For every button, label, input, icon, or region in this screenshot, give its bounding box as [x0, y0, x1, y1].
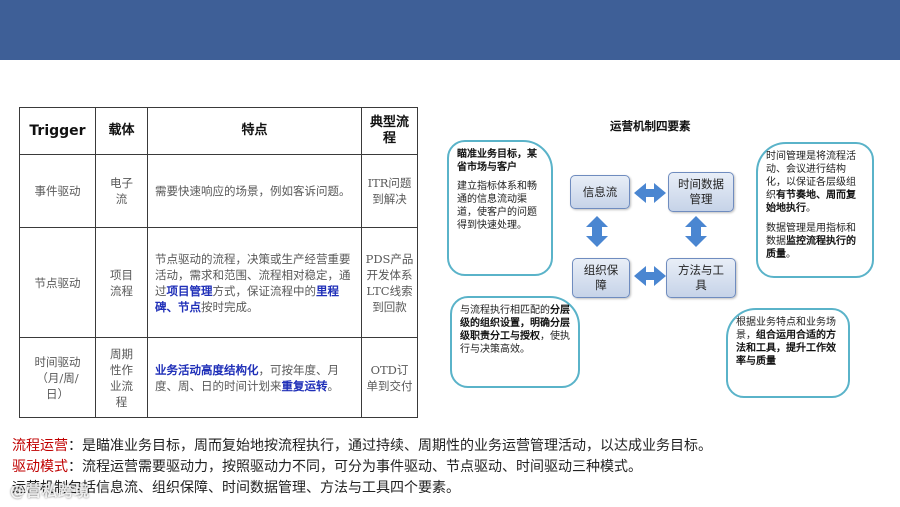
double-arrow-icon: [634, 183, 666, 203]
summary-body: ：是瞄准业务目标，周而复始地按流程执行，通过持续、周期性的业务运营管理活动，以达…: [68, 438, 712, 454]
summary-term: 流程运营: [12, 438, 68, 454]
process-cell: PDS产品开发体系 LTC线索到回款: [361, 227, 418, 338]
watermark: @营私跨境: [10, 482, 91, 500]
four-elements-diagram: 运营机制四要素 信息流 时间数据管理 组织保障 方法与工具 瞄准业务目标，某省市…: [430, 110, 890, 410]
summary-text: 流程运营：是瞄准业务目标，周而复始地按流程执行，通过持续、周期性的业务运营管理活…: [12, 436, 892, 499]
feature-highlight: 重复运转: [281, 378, 328, 393]
callout-text: 时间管理是将流程活动、会议进行结构化，以保证各层级组织: [766, 151, 856, 201]
feature-highlight: 项目管理: [166, 283, 213, 298]
callout-method: 根据业务特点和业务场景，组合运用合适的方法和工具，提升工作效率与质量: [726, 308, 850, 398]
header-feature: 特点: [147, 107, 362, 155]
header-band: [0, 0, 900, 60]
callout-org: 与流程执行相匹配的分层级的组织设置，明确分层级职责分工与授权，使执行与决策高效。: [450, 296, 580, 388]
trigger-table: Trigger 载体 特点 典型流程 事件驱动 电子流 需要快速响应的场景，例如…: [19, 107, 418, 418]
feature-cell: 节点驱动的流程，决策或生产经营重要活动，需求和范围、流程相对稳定，通过项目管理方…: [147, 227, 362, 338]
carrier-cell: 周期性作业流程: [95, 337, 148, 418]
feature-cell: 需要快速响应的场景，例如客诉问题。: [147, 154, 362, 228]
header-process: 典型流程: [361, 107, 418, 155]
table-row: 节点驱动 项目流程 节点驱动的流程，决策或生产经营重要活动，需求和范围、流程相对…: [19, 227, 418, 338]
feature-text: 。: [327, 378, 340, 393]
diagram-arrows: [586, 183, 707, 286]
callout-bold: 有节奏地、周而复始地执行: [766, 190, 856, 214]
summary-line: 运营机制包括信息流、组织保障、时间数据管理、方法与工具四个要素。: [12, 478, 892, 499]
trigger-cell: 时间驱动（月/周/日）: [19, 337, 96, 418]
double-arrow-icon: [634, 266, 666, 286]
feature-text: 节点驱动的流程，决策或生产经营重要活动，需求和范围、流程相对稳定，通过: [155, 251, 351, 298]
callout-text: ，使执行与决策高效。: [460, 331, 570, 355]
callout-bold: 监控流程执行的质量: [766, 236, 856, 260]
feature-text: 按时完成。: [201, 299, 259, 314]
feature-text: 方式，保证流程中的: [212, 283, 317, 298]
node-time-data: 时间数据管理: [668, 172, 734, 212]
table-row: 时间驱动（月/周/日） 周期性作业流程 业务活动高度结构化，可按年度、月度、周、…: [19, 337, 418, 418]
callout-info-flow: 瞄准业务目标，某省市场与客户 建立指标体系和畅通的信息流动渠道，使客户的问题得到…: [447, 140, 553, 276]
feature-highlight: 节点: [178, 299, 201, 314]
callout-text: 建立指标体系和畅通的信息流动渠道，使客户的问题得到快速处理。: [457, 181, 537, 231]
feature-cell: 业务活动高度结构化，可按年度、月度、周、日的时间计划来重复运转。: [147, 337, 362, 418]
process-cell: OTD订单到交付: [361, 337, 418, 418]
callout-bold: 分层级的组织设置，明确分层级职责分工与授权: [460, 305, 570, 342]
callout-text: 根据业务特点和业务场景，: [736, 317, 836, 341]
callout-bold: 瞄准业务目标，某省市场与客户: [457, 149, 537, 173]
feature-text: ，可按年度、月度、周、日的时间计划来: [155, 362, 339, 393]
callout-bold: 组合运用合适的方法和工具，提升工作效率与质量: [736, 330, 836, 367]
feature-highlight: 、: [166, 299, 179, 314]
node-org: 组织保障: [572, 258, 630, 298]
trigger-cell: 节点驱动: [19, 227, 96, 338]
process-cell: ITR问题到解决: [361, 154, 418, 228]
carrier-cell: 电子流: [95, 154, 148, 228]
header-trigger: Trigger: [19, 107, 96, 155]
summary-term: 驱动模式: [12, 459, 68, 475]
summary-line: 驱动模式：流程运营需要驱动力，按照驱动力不同，可分为事件驱动、节点驱动、时间驱动…: [12, 457, 892, 478]
double-arrow-icon: [685, 216, 707, 247]
summary-body: ：流程运营需要驱动力，按照驱动力不同，可分为事件驱动、节点驱动、时间驱动三种模式…: [68, 459, 642, 475]
callout-text: 与流程执行相匹配的: [460, 305, 550, 316]
node-info-flow: 信息流: [570, 175, 630, 209]
feature-highlight: 业务活动高度结构化: [155, 362, 259, 377]
callout-text: 数据管理是用指标和数据: [766, 223, 856, 247]
double-arrow-icon: [586, 216, 608, 247]
node-method: 方法与工具: [666, 258, 736, 298]
table-row: 事件驱动 电子流 需要快速响应的场景，例如客诉问题。 ITR问题到解决: [19, 154, 418, 228]
callout-time-data: 时间管理是将流程活动、会议进行结构化，以保证各层级组织有节奏地、周而复始地执行。…: [756, 142, 874, 278]
diagram-title: 运营机制四要素: [610, 119, 691, 133]
trigger-cell: 事件驱动: [19, 154, 96, 228]
callout-text: 。: [806, 203, 816, 214]
callout-text: 。: [786, 249, 796, 260]
summary-body: 运营机制包括信息流、组织保障、时间数据管理、方法与工具四个要素。: [12, 480, 460, 496]
feature-highlight: 里程碑: [155, 283, 339, 314]
summary-line: 流程运营：是瞄准业务目标，周而复始地按流程执行，通过持续、周期性的业务运营管理活…: [12, 436, 892, 457]
carrier-cell: 项目流程: [95, 227, 148, 338]
table-header-row: Trigger 载体 特点 典型流程: [19, 107, 418, 155]
header-carrier: 载体: [95, 107, 148, 155]
